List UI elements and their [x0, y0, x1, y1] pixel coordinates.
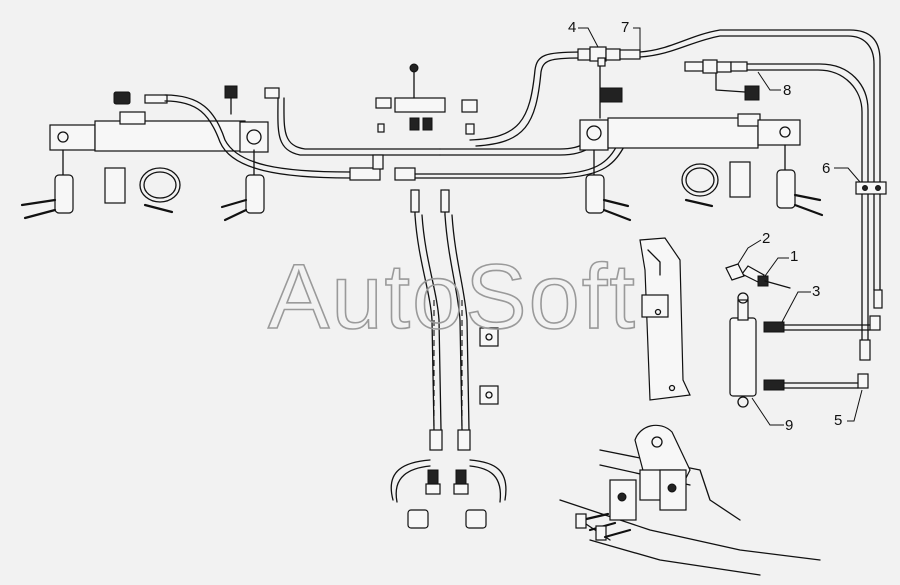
cylinder-9-body — [729, 317, 757, 397]
quick-coupler-right — [455, 469, 467, 485]
nut-2 — [725, 263, 745, 281]
small-cylinder-9 — [725, 263, 871, 408]
fitting-3 — [763, 321, 785, 333]
dust-cap-left — [407, 509, 429, 529]
callout-7: 7 — [621, 19, 629, 36]
left-elbow-2 — [264, 87, 280, 99]
left-hose-end — [144, 94, 168, 104]
callout-3: 3 — [812, 283, 820, 300]
plate-tab — [641, 294, 669, 318]
center-tee-nut — [394, 167, 416, 181]
right-hose-clamp — [681, 163, 719, 197]
watermark-text: AutoSoft — [268, 246, 637, 348]
elbow-fitting-5 — [857, 373, 869, 389]
hose-clip-upper — [479, 327, 499, 347]
center-tee-fitting — [349, 167, 381, 181]
mounting-plate — [639, 237, 691, 401]
left-cylinder-clevis — [49, 124, 96, 151]
right-sensor-fitting-2 — [744, 85, 760, 101]
right-pin-sleeve-2 — [776, 169, 796, 209]
fitting-lower — [763, 379, 785, 391]
center-nut-b — [422, 117, 433, 131]
left-hose-clamp — [139, 167, 181, 203]
center-elbow-left — [375, 97, 392, 109]
left-cylinder-eye — [239, 121, 269, 153]
center-elbow-right — [461, 99, 478, 113]
right-cylinder-assembly — [579, 63, 824, 222]
support-plate — [639, 237, 691, 401]
hose-end-8b — [730, 61, 748, 72]
frame-mount — [559, 424, 821, 576]
callout-labels: 4 7 8 6 2 1 3 9 5 — [568, 19, 863, 434]
callout-9: 9 — [785, 417, 793, 434]
right-cylinder-clevis — [757, 119, 801, 146]
right-bushing — [729, 161, 751, 198]
hose-end-7 — [619, 49, 641, 60]
callout-8: 8 — [783, 82, 791, 99]
right-cylinder-body — [607, 117, 759, 149]
lower-hose-end-right — [457, 429, 471, 451]
elbow-fitting-upper — [869, 315, 881, 331]
center-bolt — [409, 63, 419, 73]
left-pin-sleeve — [54, 174, 74, 214]
bolt-head-b — [595, 525, 607, 541]
right-cylinder-eye — [579, 119, 609, 151]
hose-clip-lower — [479, 385, 499, 405]
dust-cap-right — [465, 509, 487, 529]
cylinder-9-rod-end — [737, 299, 749, 321]
right-sensor-fitting — [599, 87, 623, 103]
center-tee-stem — [372, 154, 384, 170]
callout-1: 1 — [790, 248, 798, 265]
hose-clamp-6 — [855, 181, 887, 195]
left-pin-sleeve-2 — [245, 174, 265, 214]
callout-4: 4 — [568, 19, 576, 36]
hose-end-a — [577, 48, 591, 61]
callout-2: 2 — [762, 230, 770, 247]
lower-hose-end-left — [429, 429, 443, 451]
left-bushing — [104, 167, 126, 204]
bolt-head-a — [575, 513, 587, 529]
left-cylinder-assembly — [20, 85, 280, 222]
left-cylinder-port — [119, 111, 146, 125]
callout-6: 6 — [822, 160, 830, 177]
hose-end-8a — [684, 61, 704, 72]
center-nut-a — [409, 117, 420, 131]
center-valve-block — [394, 97, 446, 113]
left-sensor-fitting — [224, 85, 238, 99]
callout-5: 5 — [834, 412, 842, 429]
quick-coupler-left — [427, 469, 439, 485]
long-hoses — [577, 29, 887, 389]
left-elbow-fitting — [113, 91, 131, 105]
right-pin-sleeve — [585, 174, 605, 214]
